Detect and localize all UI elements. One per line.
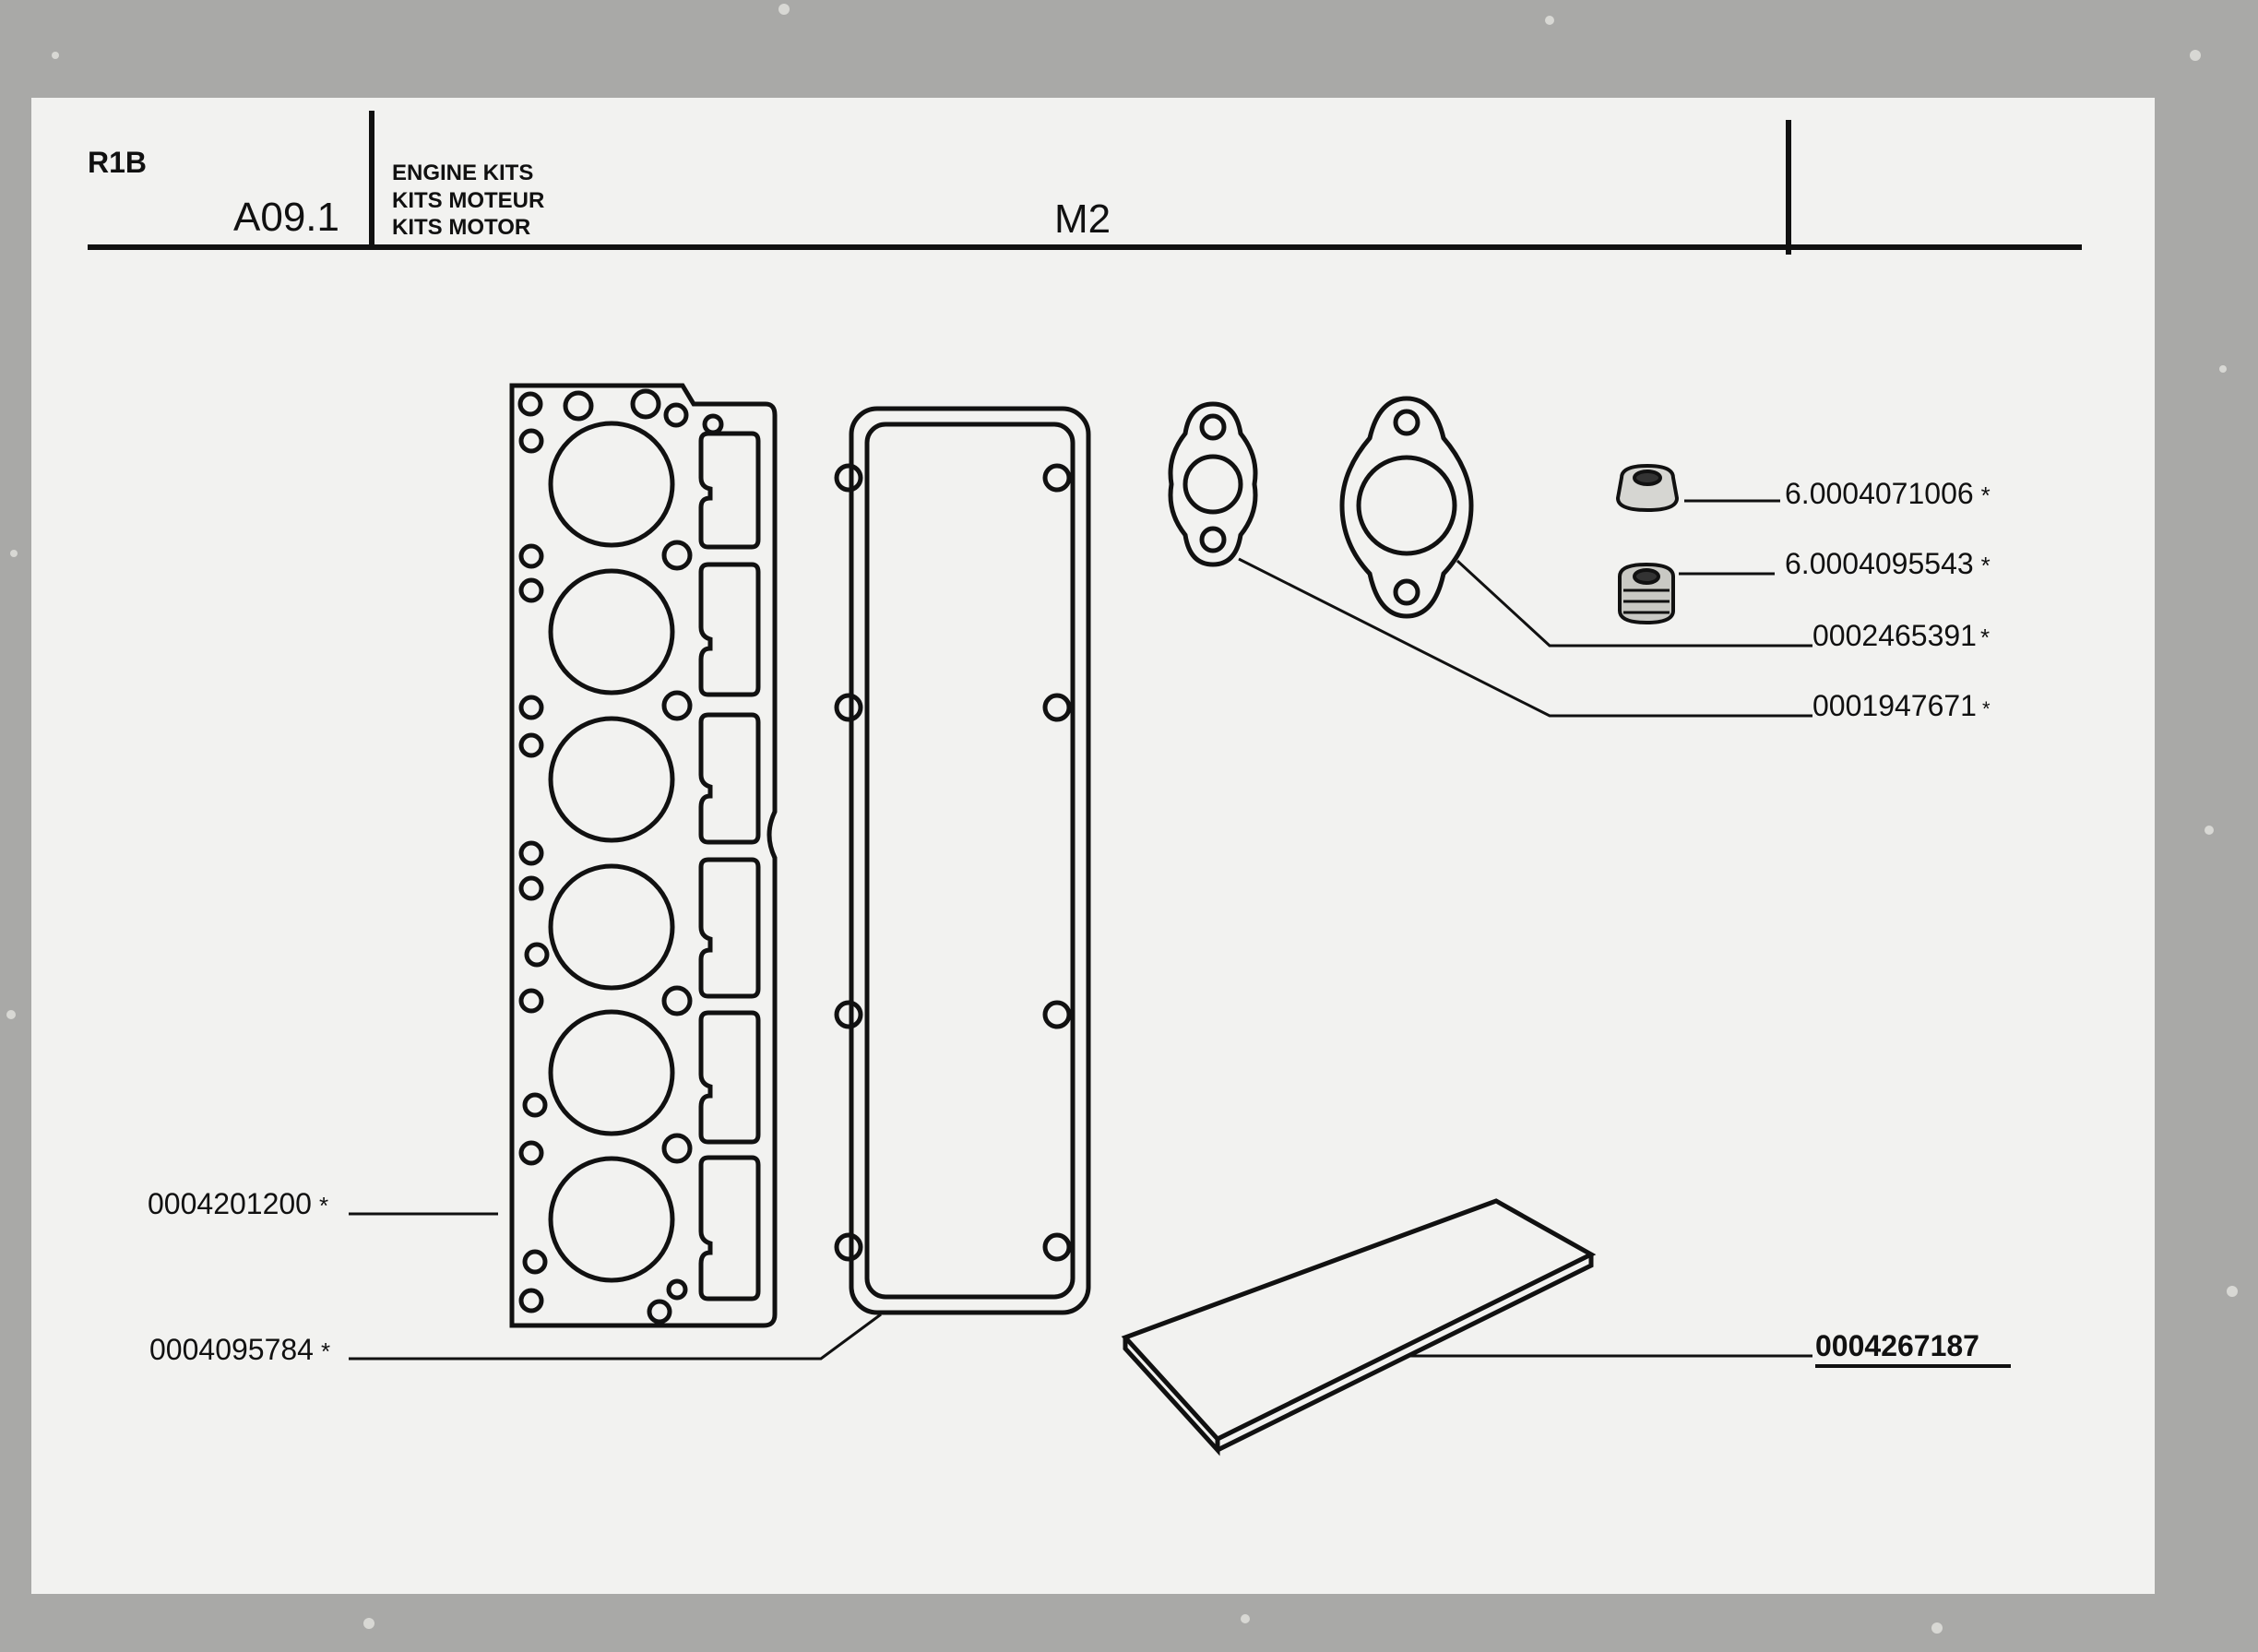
title-en: ENGINE KITS — [392, 160, 533, 185]
background-texture — [6, 4, 2238, 1634]
part-number-large-flange: 0002465391* — [1812, 619, 1990, 652]
part-number-head-gasket: 0004201200* — [148, 1187, 328, 1220]
leader-large-flange — [1456, 559, 1812, 648]
part-number-sheet: 0004267187 — [1815, 1329, 1979, 1362]
leader-lines — [349, 499, 1812, 1361]
leader-small-flange — [1238, 557, 1812, 718]
page-sheet — [31, 98, 2155, 1594]
header: R1B A09.1 ENGINE KITS KITS MOTEUR KITS M… — [88, 111, 2082, 255]
title-de: KITS MOTOR — [392, 215, 530, 240]
part-number-sheet-underline — [1815, 1364, 2011, 1368]
small-flange-gasket-drawing — [1168, 401, 1258, 567]
model-label: M2 — [1054, 196, 1111, 242]
section-number: A09.1 — [233, 195, 339, 240]
head-gasket-drawing — [509, 383, 778, 1328]
cover-gasket-drawing — [834, 406, 1091, 1315]
header-divider-left — [369, 111, 374, 247]
seal-bottom-drawing — [1618, 562, 1675, 625]
part-number-small-flange: 0001947671* — [1812, 689, 1991, 722]
seal-top-drawing — [1615, 463, 1680, 513]
page-code: R1B — [88, 146, 147, 179]
part-number-cover-gasket: 0004095784* — [149, 1333, 330, 1366]
part-number-seal-top: 6.0004071006* — [1785, 477, 1991, 510]
leader-cover-gasket — [349, 1313, 882, 1361]
sheet-drawing — [1121, 1198, 1597, 1456]
part-number-seal-bottom: 6.0004095543* — [1785, 547, 1991, 580]
large-flange-gasket-drawing — [1339, 396, 1474, 619]
title-fr: KITS MOTEUR — [392, 188, 544, 213]
header-rule — [88, 244, 2082, 250]
header-divider-right — [1786, 120, 1791, 255]
part-labels: 0004201200* 0004095784* 6.0004071006* 6.… — [148, 477, 2011, 1368]
